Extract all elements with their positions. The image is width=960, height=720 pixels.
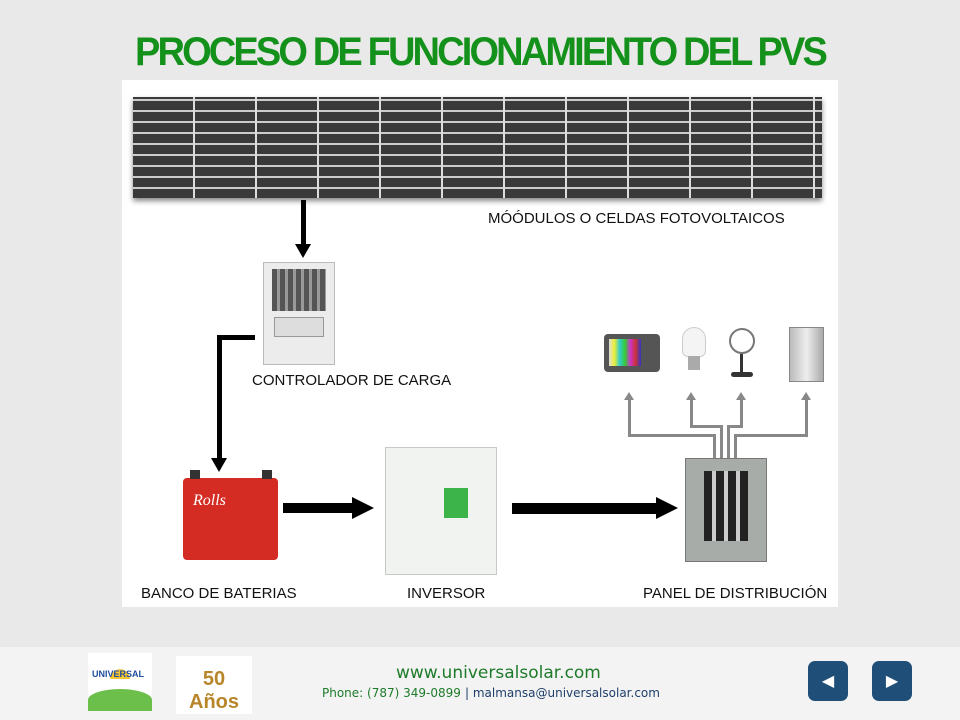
battery-brand: Rolls: [193, 492, 226, 509]
arrow-right-2: [512, 503, 657, 514]
distribution-panel-image: [685, 458, 767, 562]
tv-icon: [604, 334, 660, 372]
universal-logo: UNIVERSAL: [88, 653, 152, 711]
anniversary-logo: 50 Años: [176, 656, 252, 714]
controller-label: CONTROLADOR DE CARGA: [252, 372, 452, 389]
battery-label: BANCO DE BATERIAS: [141, 585, 297, 602]
email-link[interactable]: | malmansa@universalsolar.com: [465, 686, 660, 700]
arrow-left-segment: [217, 335, 255, 340]
phone-text: Phone: (787) 349-0899: [322, 686, 461, 700]
arrow-head: [656, 497, 678, 519]
charge-controller-image: [263, 262, 335, 365]
panel-label: PANEL DE DISTRIBUCIÓN: [643, 585, 828, 602]
slide-title: PROCESO DE FUNCIONAMIENTO DEL PVS: [135, 30, 828, 74]
arrow-down-1: [301, 200, 306, 246]
inverter-label: INVERSOR: [407, 585, 486, 602]
arrow-head: [211, 458, 227, 472]
arrow-down-2: [217, 335, 222, 459]
solar-panels-image: [133, 97, 822, 198]
refrigerator-icon: [789, 327, 824, 382]
footer: [0, 647, 960, 720]
battery-image: Rolls: [183, 478, 278, 560]
modules-label: MÓÓDULOS O CELDAS FOTOVOLTAICOS: [488, 210, 785, 227]
fan-icon: [729, 328, 755, 354]
website-link[interactable]: www.universalsolar.com: [396, 663, 601, 683]
arrow-head: [352, 497, 374, 519]
inverter-image: [385, 447, 497, 575]
next-slide-button[interactable]: ▶: [872, 661, 912, 701]
light-bulb-icon: [682, 327, 706, 357]
previous-slide-button[interactable]: ◀: [808, 661, 848, 701]
arrow-head: [295, 244, 311, 258]
arrow-right-1: [283, 503, 353, 513]
